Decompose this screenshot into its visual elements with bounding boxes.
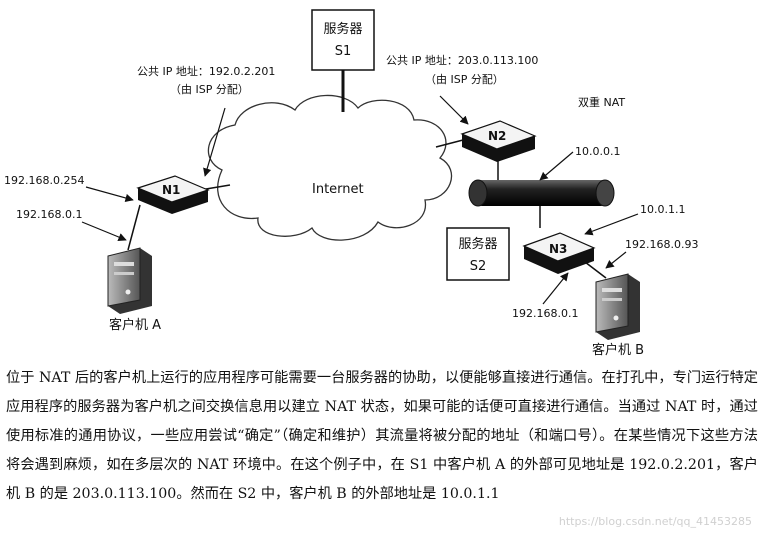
internet-label: Internet (312, 182, 364, 197)
n3-outside-addr: 10.0.1.1 (640, 203, 685, 216)
watermark: https://blog.csdn.net/qq_41453285 (558, 515, 752, 528)
router-n1: N1 (127, 175, 231, 251)
client-a-computer-icon (107, 247, 152, 314)
server-s1-line2: S1 (335, 44, 352, 59)
n2-isp-note: （由 ISP 分配） (425, 72, 504, 86)
server-s2-line1: 服务器 (458, 236, 497, 252)
figure-caption: 位于 NAT 后的客户机上运行的应用程序可能需要一台服务器的协助，以便能够直接进… (6, 364, 758, 509)
server-s2-line2: S2 (470, 259, 487, 274)
nat-diagram: Internet 服务器 S1 公共 IP 地址：192.0.2.201 （由 … (4, 9, 698, 358)
n2-inside-addr: 10.0.0.1 (575, 145, 620, 158)
server-s1-line1: 服务器 (323, 21, 362, 37)
server-s1: 服务器 S1 (311, 9, 375, 112)
router-n2-label: N2 (488, 129, 506, 143)
client-b-label: 客户机 B (592, 342, 644, 358)
router-n3-label: N3 (549, 242, 567, 256)
client-b-addr: 192.168.0.1 (512, 307, 578, 320)
router-n3: N3 (522, 232, 607, 279)
n1-inside-addr: 192.168.0.254 (4, 174, 84, 187)
n2-public-ip-label: 公共 IP 地址：203.0.113.100 (386, 53, 538, 67)
client-a-label: 客户机 A (109, 317, 161, 333)
server-s2: 服务器 S2 (446, 227, 510, 281)
double-nat-label: 双重 NAT (578, 95, 625, 109)
router-n1-label: N1 (162, 183, 180, 197)
backbone-pipe (468, 160, 615, 228)
client-a-addr: 192.168.0.1 (16, 208, 82, 221)
n1-public-ip-label: 公共 IP 地址：192.0.2.201 (137, 64, 275, 78)
router-n2: N2 (435, 120, 537, 162)
client-b-computer-icon (595, 273, 640, 340)
caption-text: 位于 NAT 后的客户机上运行的应用程序可能需要一台服务器的协助，以便能够直接进… (6, 370, 758, 502)
n1-isp-note: （由 ISP 分配） (170, 82, 249, 96)
internet-cloud: Internet (207, 94, 453, 241)
n3-inside-addr: 192.168.0.93 (625, 238, 698, 251)
